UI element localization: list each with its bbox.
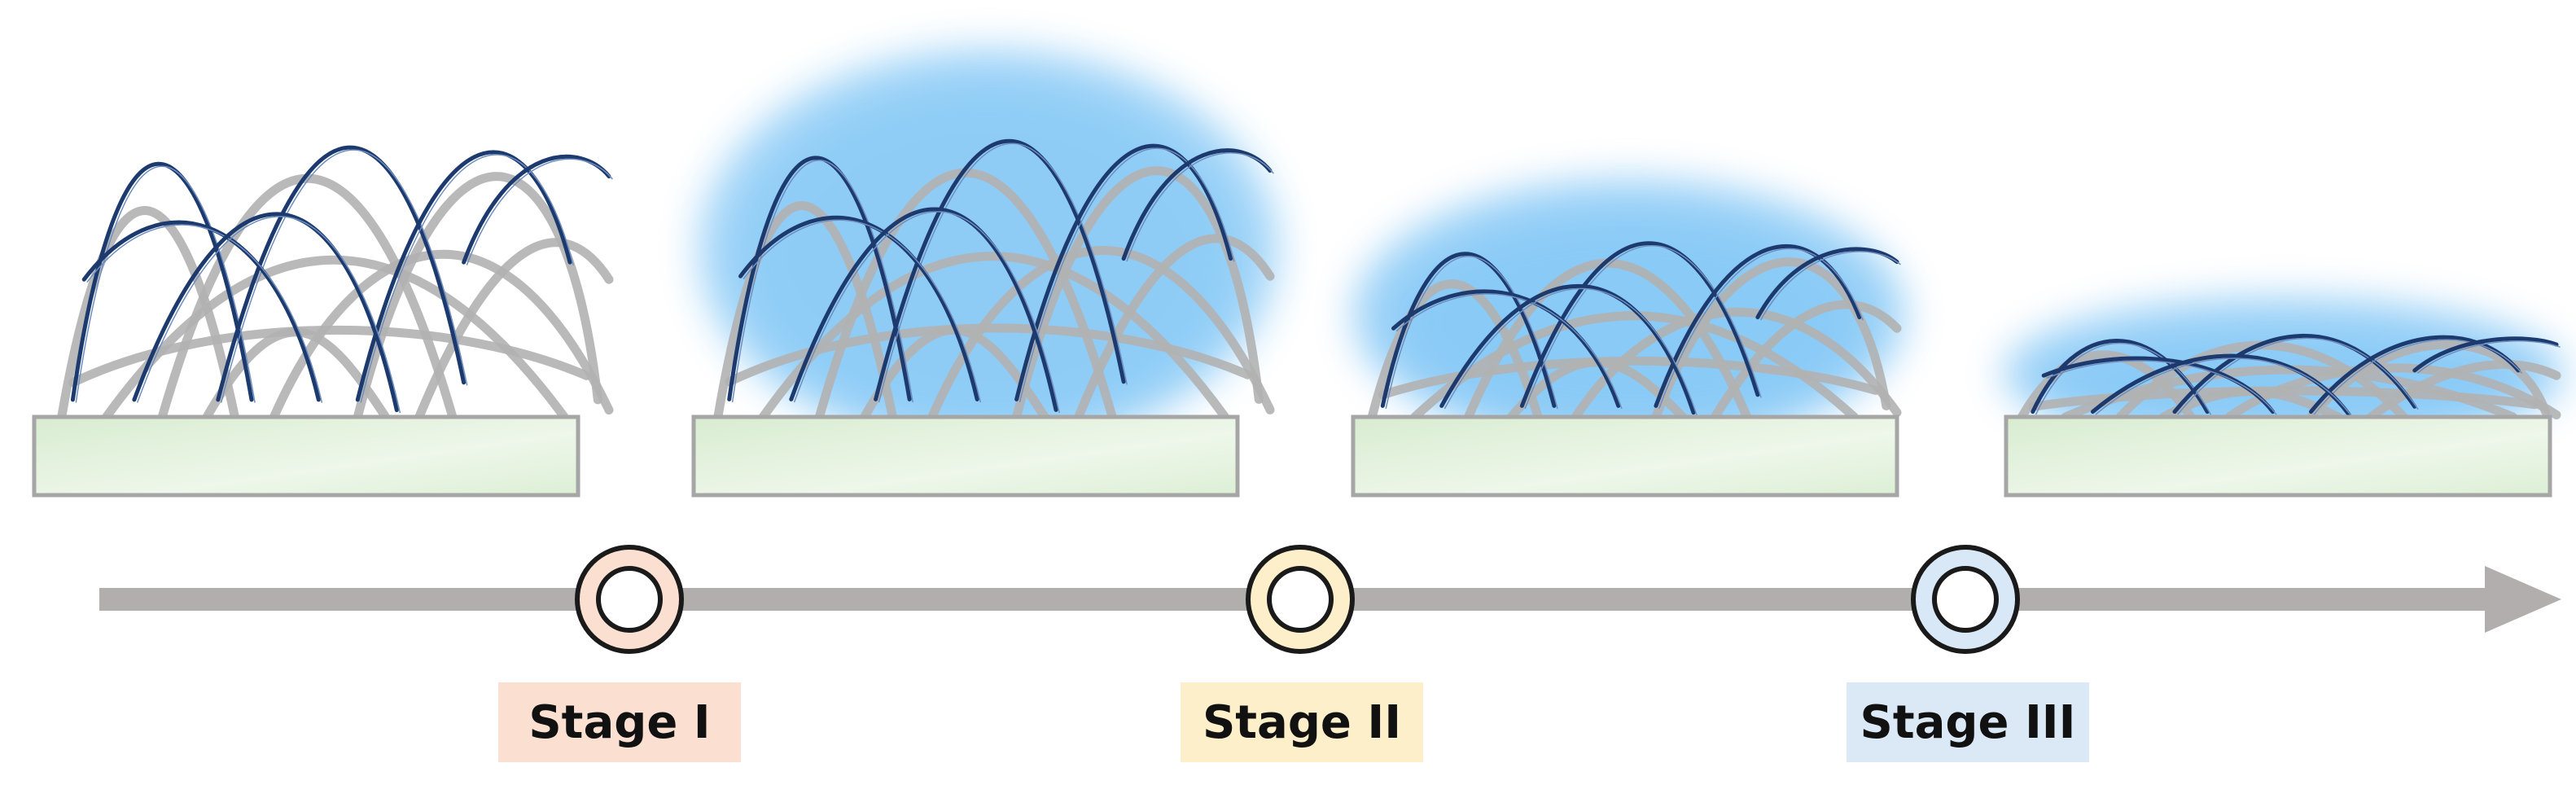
blue-fiber-edge [1524, 245, 1762, 410]
blue-fiber-edge [1760, 251, 1901, 321]
blue-fiber-edge [1019, 147, 1235, 403]
blue-fiber-edge [2313, 339, 2522, 415]
blue-fiber-edge [2095, 357, 2354, 419]
blue-fiber [1519, 241, 1760, 408]
grey-fiber [2366, 360, 2561, 422]
substrate [2004, 414, 2552, 498]
blue-fiber [789, 207, 1058, 412]
blue-fiber [132, 212, 399, 413]
blue-fiber-edge [137, 216, 401, 414]
substrate [32, 414, 580, 498]
stage-panel-2 [691, 49, 1278, 498]
blue-fiber [81, 220, 321, 402]
blue-fiber-edge [86, 224, 323, 403]
blue-fiber-edge [221, 149, 468, 403]
stage-panel-4 [2003, 297, 2565, 498]
blue-fiber-edge [1444, 287, 1698, 416]
stage-label-bg-2 [1181, 682, 1423, 762]
blue-fiber-edge [2046, 360, 2277, 415]
timeline-arrowhead [2485, 566, 2561, 633]
grey-fiber [353, 172, 602, 422]
grey-fiber [1012, 166, 1264, 422]
grey-fiber [1651, 257, 1891, 422]
grey-fiber [1506, 357, 1688, 422]
grey-fiber [725, 323, 1252, 387]
grey-fiber [1378, 356, 1881, 400]
blue-fiber-edge [360, 154, 574, 403]
blue-fiber-edge [1395, 293, 1623, 410]
stage-label-bg-3 [1847, 682, 2089, 762]
stage-label-2: Stage II [1202, 695, 1402, 749]
stage-ring-hole [1267, 566, 1334, 633]
stage-ring-hole [596, 566, 663, 633]
blue-fiber-edge [878, 143, 1128, 403]
blue-fiber-edge [1658, 248, 1864, 410]
blue-fiber-edge [2035, 342, 2211, 415]
grey-fiber [1710, 300, 1902, 422]
blue-fiber-edge [743, 219, 981, 403]
blue-fiber [738, 215, 979, 401]
grey-fiber [414, 238, 614, 422]
blue-fiber [2412, 336, 2559, 373]
blue-fiber [874, 138, 1126, 401]
blue-fiber-edge [794, 211, 1060, 414]
grey-fiber [2028, 386, 2539, 411]
blue-fiber-edge [75, 165, 256, 403]
stage-label-bg-1 [498, 682, 741, 762]
stage-ring-2 [1246, 545, 1355, 654]
blue-fiber [70, 161, 254, 402]
blue-fiber [1014, 143, 1233, 401]
blue-fiber-edge [1385, 256, 1558, 410]
blue-fiber [355, 150, 572, 402]
blue-fiber [1439, 284, 1696, 415]
stage-label-1: Stage I [528, 695, 711, 749]
blue-fiber [1380, 252, 1557, 408]
blue-fiber [727, 156, 912, 401]
blue-fiber-edge [1126, 152, 1274, 262]
blue-fiber-edge [2417, 340, 2561, 374]
blue-fiber [1391, 289, 1621, 408]
stage-panel-3 [1351, 179, 1905, 498]
substrate [691, 414, 1240, 498]
blue-fiber [2031, 339, 2210, 414]
grey-fiber [2159, 387, 2343, 422]
grey-fiber [1074, 234, 1275, 422]
grey-fiber [2307, 340, 2551, 422]
stage-ring-3 [1911, 545, 2020, 654]
stage-ring-hole [1932, 566, 1999, 633]
stage-ring-1 [575, 545, 684, 654]
blue-fiber-edge [2177, 337, 2419, 415]
stage-panel-1 [32, 145, 614, 498]
substrate [1351, 414, 1899, 498]
grey-fiber [68, 325, 592, 388]
blue-fiber [216, 145, 467, 402]
blue-fiber-edge [466, 158, 613, 265]
blue-fiber [1755, 247, 1899, 320]
blue-fiber [1654, 244, 1862, 408]
blue-fiber-edge [731, 160, 913, 403]
stage-label-3: Stage III [1860, 695, 2076, 749]
